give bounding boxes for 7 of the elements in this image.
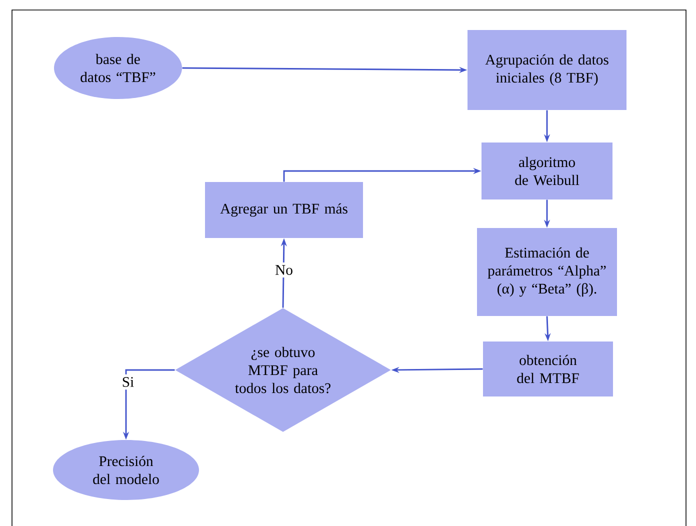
process-box: Agregar un TBF más xyxy=(205,182,363,238)
process-box: algoritmo de Weibull xyxy=(482,142,612,200)
process-box: obtención del MTBF xyxy=(483,342,613,396)
edge-label: No xyxy=(272,262,296,278)
process-box: Estimación de parámetros “Alpha” (α) y “Beta” (β). xyxy=(477,228,617,316)
edge-label: Si xyxy=(119,374,137,390)
process-box: Agrupación de datos iniciales (8 TBF) xyxy=(468,30,626,110)
